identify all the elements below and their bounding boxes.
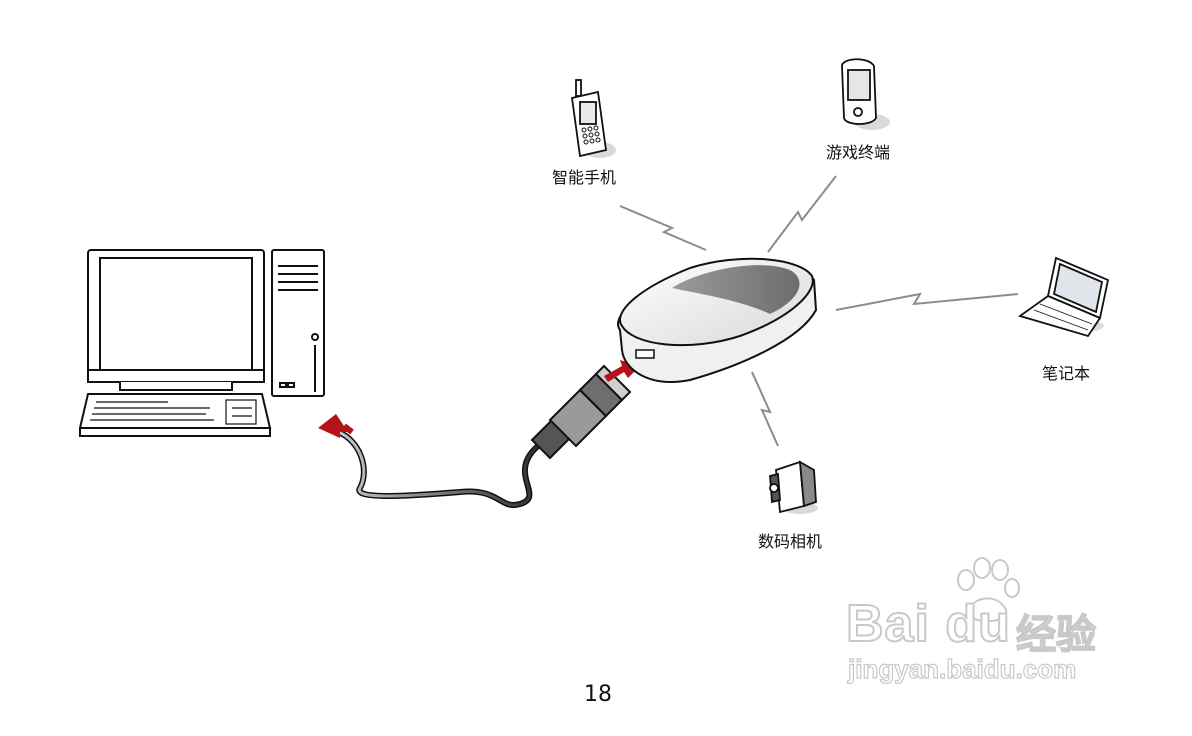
smartphone-label: 智能手机 — [552, 168, 617, 187]
watermark-jingyan: 经验 — [1015, 611, 1097, 659]
usb-cable-icon — [335, 364, 632, 509]
paw-logo-icon — [957, 557, 1020, 623]
laptop-label: 笔记本 — [1042, 364, 1091, 383]
watermark-url: jingyan.baidu.com — [847, 653, 1077, 684]
smartphone-icon — [570, 79, 616, 158]
game-terminal-label: 游戏终端 — [826, 143, 891, 162]
laptop-icon — [1017, 256, 1110, 338]
camcorder-icon — [769, 460, 818, 514]
camera-label: 数码相机 — [758, 532, 823, 551]
arrow-to-computer-icon — [318, 414, 354, 438]
wireless-signal-icon — [619, 175, 1019, 447]
watermark-brand: Bai du — [845, 594, 1011, 654]
baidu-jingyan-watermark: Bai du 经验 jingyan.baidu.com — [840, 556, 1130, 696]
handheld-game-icon — [841, 58, 890, 130]
mobile-wifi-router-icon — [617, 257, 818, 383]
page-number: 18 — [584, 682, 612, 707]
desktop-computer-icon — [78, 249, 325, 437]
